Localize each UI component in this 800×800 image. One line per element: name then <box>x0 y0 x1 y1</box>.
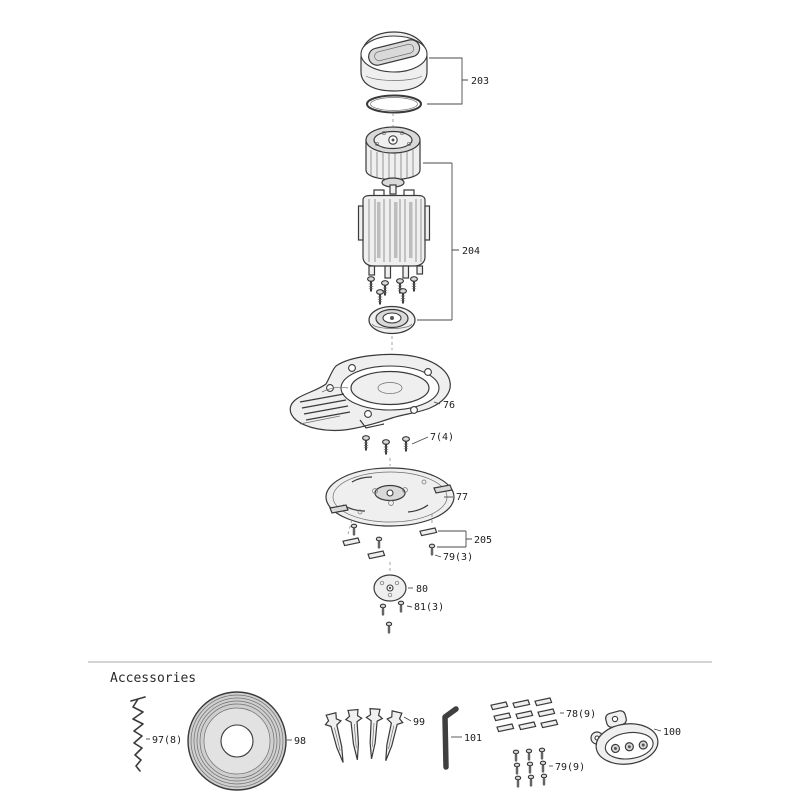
label-base-plate: 76 <box>443 400 455 411</box>
part-motor-housing <box>357 189 431 279</box>
label-hex-key: 101 <box>464 733 482 744</box>
part-cap <box>360 31 428 92</box>
acc-hex-key <box>442 706 459 770</box>
leader-79-3 <box>434 554 442 558</box>
label-mount-disc: 80 <box>416 584 428 595</box>
leader-100 <box>653 728 662 732</box>
label-spare-blades: 78(9) <box>566 709 596 720</box>
leader-7-4 <box>411 436 429 445</box>
part-base-screws <box>361 434 411 456</box>
leader-203 <box>427 57 468 105</box>
label-blade-disc: 77 <box>456 492 468 503</box>
acc-connector <box>590 710 659 765</box>
part-mount-screws <box>379 600 405 635</box>
leader-81-3 <box>406 605 413 608</box>
label-pegs: 99 <box>413 717 425 728</box>
acc-spare-screws <box>512 747 548 789</box>
label-wire-spool: 98 <box>294 736 306 747</box>
leader-99 <box>403 716 412 722</box>
label-connector: 100 <box>663 727 681 738</box>
part-blade-disc <box>325 467 455 527</box>
part-blade-kit <box>342 514 438 560</box>
leader-76 <box>433 401 441 405</box>
label-mount-screws: 81(3) <box>414 602 444 613</box>
label-blade-screws: 79(3) <box>443 552 473 563</box>
part-mount-disc <box>373 574 407 602</box>
leader-205 <box>437 530 472 548</box>
acc-spiral-stake <box>130 696 146 772</box>
part-bearing <box>368 305 416 335</box>
acc-spare-blades <box>490 697 559 733</box>
part-cap-oring <box>366 94 422 114</box>
label-cap: 203 <box>471 76 489 87</box>
part-motor-screws <box>366 275 419 306</box>
label-spare-screws: 79(9) <box>555 762 585 773</box>
label-base-screws: 7(4) <box>430 432 454 443</box>
part-motor <box>365 126 421 195</box>
label-motor: 204 <box>462 246 480 257</box>
label-spiral-stake: 97(8) <box>152 735 182 746</box>
leader-204 <box>417 162 459 321</box>
acc-pegs <box>322 707 406 766</box>
label-blade-kit: 205 <box>474 535 492 546</box>
accessories-heading: Accessories <box>110 671 196 686</box>
acc-wire-spool <box>187 691 287 791</box>
part-base-plate <box>289 353 451 432</box>
